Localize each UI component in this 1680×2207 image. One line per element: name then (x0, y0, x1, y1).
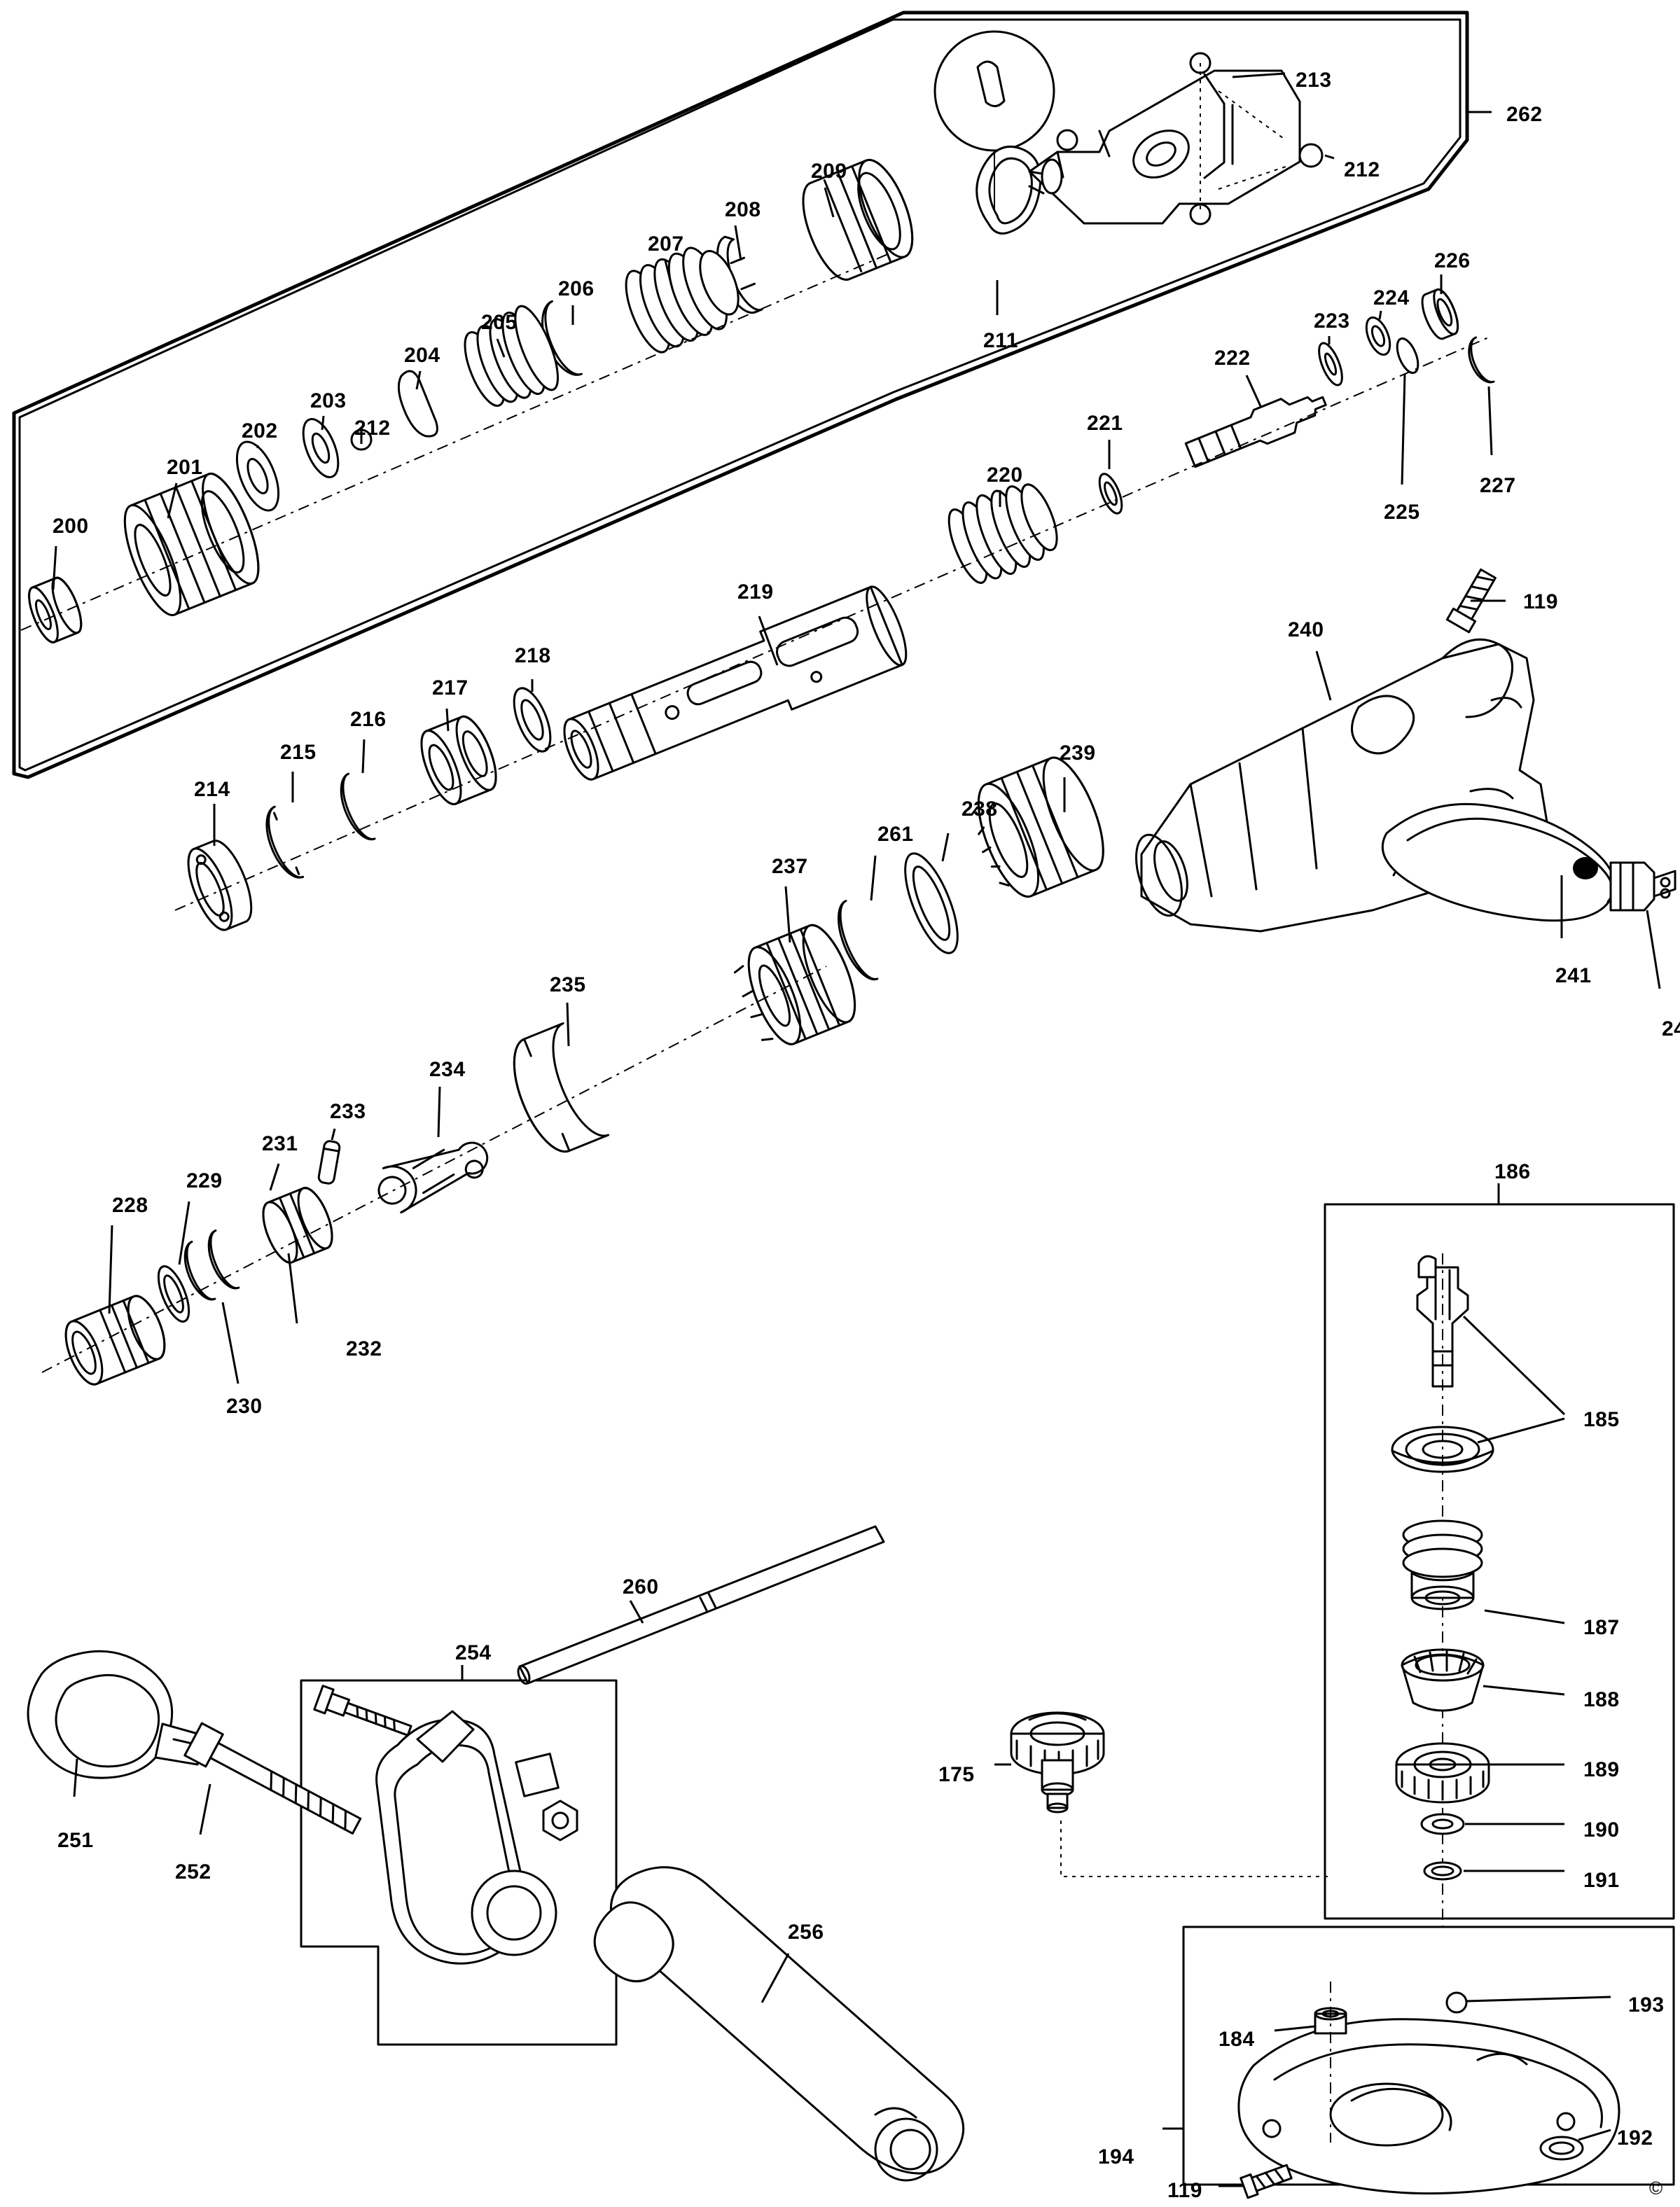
callout-252: 252 (175, 1860, 211, 1884)
copyright-symbol: © (1649, 2178, 1663, 2199)
callout-238: 238 (962, 798, 998, 821)
callout-212-upper: 212 (1344, 158, 1380, 181)
callout-239: 239 (1060, 742, 1096, 765)
callout-233: 233 (330, 1100, 366, 1123)
callout-205: 205 (481, 311, 518, 334)
callout-191: 191 (1583, 1869, 1620, 1892)
callout-207: 207 (648, 232, 684, 256)
callout-240: 240 (1288, 618, 1324, 641)
callout-242: 242 (1662, 1017, 1680, 1040)
callout-190: 190 (1583, 1818, 1620, 1842)
callout-193: 193 (1628, 1993, 1665, 2017)
callout-237: 237 (772, 855, 808, 878)
callout-212-lower: 212 (354, 417, 391, 440)
callout-119-upper: 119 (1523, 590, 1558, 613)
callout-227: 227 (1480, 474, 1516, 497)
callout-256: 256 (788, 1921, 824, 1944)
callout-185: 185 (1583, 1408, 1620, 1431)
callout-216: 216 (350, 708, 387, 731)
callout-211: 211 (983, 329, 1018, 352)
callout-235: 235 (550, 973, 586, 996)
callout-214: 214 (194, 778, 230, 801)
callout-192: 192 (1617, 2126, 1653, 2150)
callout-223: 223 (1314, 309, 1350, 333)
callout-217: 217 (432, 676, 468, 699)
callout-231: 231 (262, 1132, 298, 1155)
callout-119-lower: 119 (1167, 2179, 1202, 2202)
callout-204: 204 (404, 344, 440, 367)
callout-221: 221 (1087, 412, 1123, 435)
callout-218: 218 (515, 644, 551, 667)
callout-241: 241 (1555, 964, 1592, 987)
callout-222: 222 (1214, 347, 1251, 370)
callout-175: 175 (938, 1763, 975, 1786)
callout-206: 206 (558, 277, 595, 300)
callout-203: 203 (310, 389, 347, 412)
callout-229: 229 (186, 1169, 223, 1192)
callout-189: 189 (1583, 1758, 1620, 1781)
callout-187: 187 (1583, 1616, 1620, 1639)
callout-232: 232 (346, 1337, 382, 1360)
callout-224: 224 (1373, 286, 1410, 309)
callout-215: 215 (280, 741, 317, 764)
callout-213: 213 (1296, 69, 1332, 92)
callout-194: 194 (1098, 2145, 1134, 2168)
callout-219: 219 (737, 580, 774, 604)
callout-226: 226 (1434, 249, 1471, 272)
callout-262: 262 (1506, 103, 1543, 126)
callout-184: 184 (1219, 2028, 1255, 2051)
callout-186: 186 (1494, 1160, 1531, 1183)
callout-254: 254 (455, 1641, 492, 1664)
callout-188: 188 (1583, 1688, 1620, 1711)
callout-208: 208 (725, 198, 761, 221)
callout-230: 230 (226, 1395, 263, 1418)
callout-225: 225 (1384, 501, 1420, 524)
callout-201: 201 (167, 456, 203, 479)
callout-220: 220 (987, 464, 1023, 487)
callout-202: 202 (242, 419, 278, 443)
callout-251: 251 (57, 1829, 94, 1852)
callout-209: 209 (811, 160, 847, 183)
callout-261: 261 (877, 823, 914, 846)
callout-200: 200 (53, 515, 89, 538)
callout-234: 234 (429, 1058, 466, 1081)
callout-228: 228 (112, 1194, 148, 1217)
callout-260: 260 (623, 1575, 659, 1599)
